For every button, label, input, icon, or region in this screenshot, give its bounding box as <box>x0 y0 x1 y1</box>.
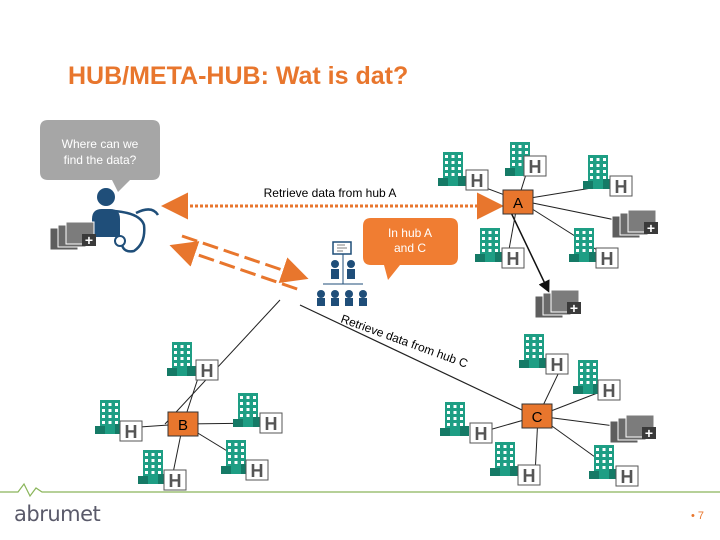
svg-text:H: H <box>523 466 536 486</box>
hub-b-hospitals: H H H H H <box>95 342 283 491</box>
connector-a-folder <box>504 199 550 293</box>
svg-text:H: H <box>621 467 634 487</box>
abrumet-logo: abrumet <box>14 502 101 526</box>
hub-a: A <box>502 189 534 215</box>
rotated-label: Retrieve data from hub C <box>339 312 470 371</box>
doctor-folder-stack-icon <box>49 221 97 251</box>
connector-metahub-c <box>299 304 523 411</box>
arrow-label: Retrieve data from hub A <box>264 186 397 200</box>
svg-text:H: H <box>201 361 214 381</box>
hub-c: C <box>521 403 553 429</box>
hub-b-label: B <box>178 417 188 434</box>
svg-text:H: H <box>251 461 264 481</box>
dashed-arrow-metahub <box>169 233 309 292</box>
answer-bubble-line-1: In hub A <box>388 226 432 240</box>
svg-text:H: H <box>507 249 520 269</box>
hub-a-label: A <box>513 195 523 212</box>
answer-bubble: In hub A and C <box>363 218 458 280</box>
hub-b: B <box>167 411 199 437</box>
retrieved-folder-stack-icon <box>534 289 582 319</box>
svg-text:H: H <box>471 171 484 191</box>
question-bubble-line-1: Where can we <box>62 137 139 151</box>
svg-text:H: H <box>169 471 182 491</box>
page-number: • 7 <box>690 510 704 522</box>
footer <box>0 482 720 498</box>
svg-text:H: H <box>529 157 542 177</box>
answer-bubble-line-2: and C <box>394 241 426 255</box>
page-title: HUB/META-HUB: Wat is dat? <box>68 62 409 90</box>
hub-c-hospitals: H H H H H <box>440 334 639 487</box>
doctor-icon <box>92 188 160 253</box>
svg-text:H: H <box>615 177 628 197</box>
svg-text:H: H <box>125 422 138 442</box>
svg-text:H: H <box>475 424 488 444</box>
hub-a-folder-stack-icon <box>611 209 659 239</box>
svg-text:H: H <box>603 381 616 401</box>
hub-c-folder-stack-icon <box>609 414 657 444</box>
svg-text:H: H <box>551 355 564 375</box>
metahub-server-icon <box>317 241 367 306</box>
hub-a-hospitals: H H H H H <box>438 142 633 269</box>
question-bubble: Where can we find the data? <box>40 120 160 192</box>
connector-metahub-b <box>164 299 281 425</box>
svg-text:H: H <box>601 249 614 269</box>
svg-text:H: H <box>265 414 278 434</box>
question-bubble-line-2: find the data? <box>64 153 137 167</box>
hub-c-label: C <box>532 409 543 426</box>
